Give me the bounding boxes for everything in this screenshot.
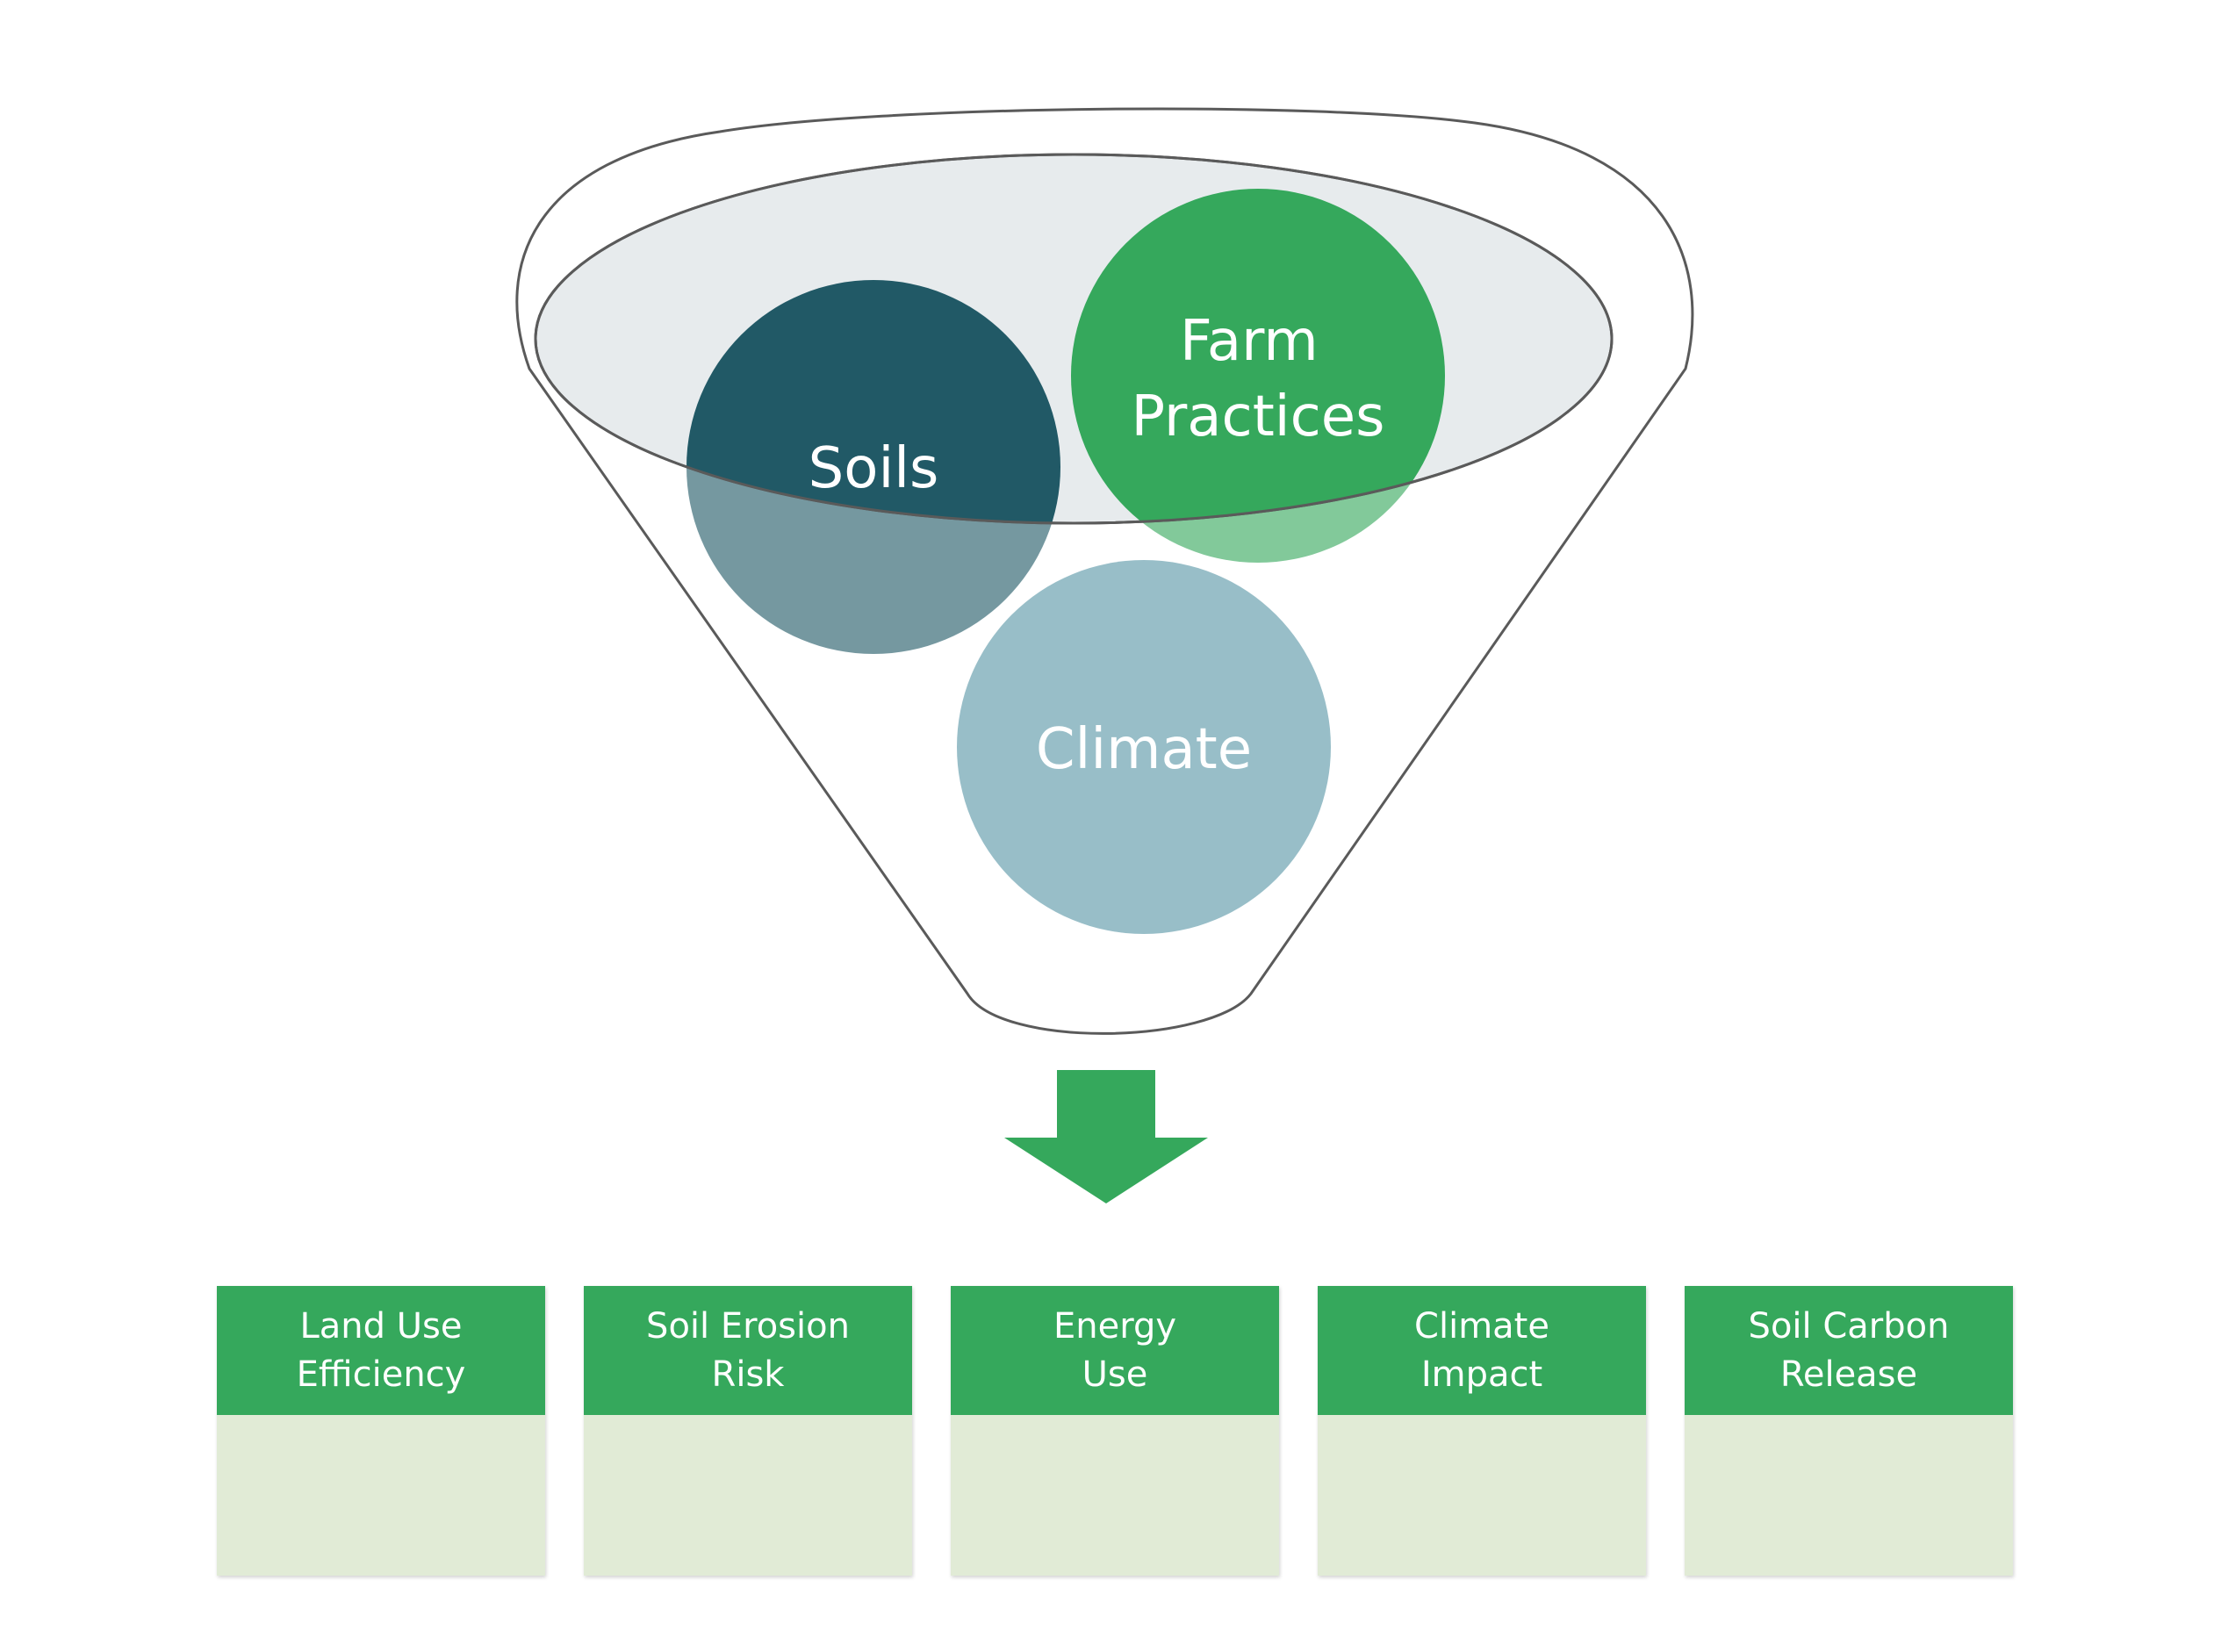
output-card-body: [1685, 1415, 2013, 1576]
funnel-mouth-rim: [534, 153, 1614, 525]
climate-label: Climate: [1036, 717, 1252, 782]
farm-practices-label: Farm Practices: [1132, 309, 1385, 449]
output-card-header: Soil Carbon Release: [1685, 1286, 2013, 1415]
output-card-energy-use: Energy Use: [951, 1286, 1279, 1576]
output-card-body: [217, 1415, 545, 1576]
output-card-body: [584, 1415, 912, 1576]
output-card-land-use-efficiency: Land Use Efficiency: [217, 1286, 545, 1576]
soils-circle: [686, 280, 1060, 523]
output-card-header: Climate Impact: [1318, 1286, 1646, 1415]
output-card-soil-carbon-release: Soil Carbon Release: [1685, 1286, 2013, 1576]
output-card-body: [951, 1415, 1279, 1576]
output-card-header: Soil Erosion Risk: [584, 1286, 912, 1415]
output-card-header: Land Use Efficiency: [217, 1286, 545, 1415]
climate-circle: [957, 560, 1331, 934]
output-card-climate-impact: Climate Impact: [1318, 1286, 1646, 1576]
farm-practices-circle: [1071, 189, 1445, 523]
output-card-body: [1318, 1415, 1646, 1576]
soils-label: Soils: [809, 436, 939, 501]
output-card-soil-erosion-risk: Soil Erosion Risk: [584, 1286, 912, 1576]
output-card-header: Energy Use: [951, 1286, 1279, 1415]
down-arrow-icon: [1004, 1070, 1208, 1203]
